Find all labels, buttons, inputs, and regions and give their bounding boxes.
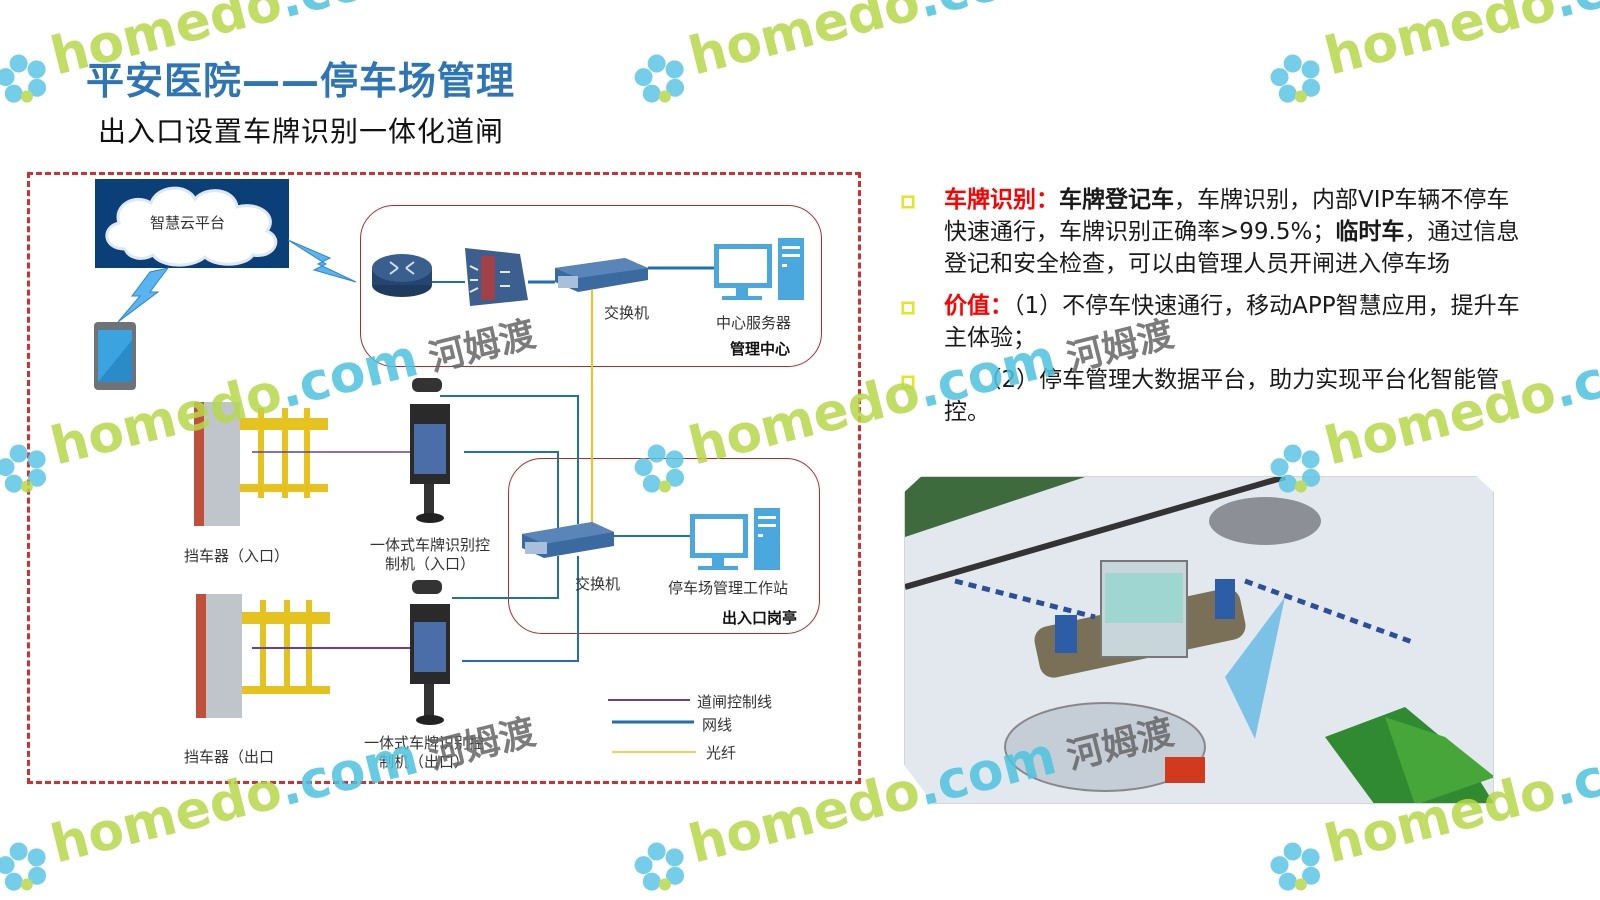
watermark-brand: homedo xyxy=(1319,0,1562,88)
watermark-domain: .com xyxy=(1547,0,1600,30)
entry-controller-label-line2: 制机（入口） xyxy=(384,555,475,573)
watermark-flower-icon xyxy=(1270,54,1320,103)
management-center-label: 管理中心 xyxy=(730,340,791,358)
bullet-heading: 车牌识别： xyxy=(944,187,1059,213)
watermark-domain: .com xyxy=(273,0,424,30)
watermark-flower-icon xyxy=(0,842,46,891)
cloud-icon xyxy=(105,186,278,267)
bullet-text: 车牌登记车 xyxy=(1059,187,1174,213)
entry-controller-label-line1: 一体式车牌识别控 xyxy=(369,536,490,554)
watermark-flower-icon xyxy=(1270,842,1320,891)
watermark-flower-icon xyxy=(634,54,684,103)
workstation-label: 停车场管理工作站 xyxy=(668,579,789,597)
watermark-brand: homedo xyxy=(683,0,926,88)
exit-controller-label-line2: 制机（出口） xyxy=(378,753,469,771)
watermark: homedo.com河姆渡 xyxy=(623,0,1181,112)
slide-title: 平安医院——停车场管理 xyxy=(86,59,516,103)
bullet-list: 车牌识别：车牌登记车，车牌识别，内部VIP车辆不停车快速通行，车牌识别正确率>9… xyxy=(900,184,1530,438)
legend-network-line: 网线 xyxy=(702,716,733,734)
bullet-square-icon xyxy=(902,196,914,208)
watermark-domain: .com xyxy=(911,0,1062,30)
center-switch-label: 交换机 xyxy=(604,304,650,322)
bullet-text: ，通过信息登记和安全检查，可以由管理人员开闸进入停车场 xyxy=(944,219,1520,277)
watermark: homedo.com河姆渡 xyxy=(1259,0,1600,112)
booth-label: 出入口岗亭 xyxy=(722,609,798,627)
center-server-label: 中心服务器 xyxy=(716,314,792,332)
parking-illustration xyxy=(905,477,1493,803)
entry-barrier-label: 挡车器（入口） xyxy=(184,547,290,565)
parking-entrance-photo xyxy=(904,476,1494,804)
watermark-domain: .com xyxy=(1547,328,1600,421)
bullet-text: （2）停车管理大数据平台，助力实现平台化智能管控。 xyxy=(944,367,1500,425)
bullet-plate-recognition: 车牌识别：车牌登记车，车牌识别，内部VIP车辆不停车快速通行，车牌识别正确率>9… xyxy=(900,184,1530,280)
exit-barrier-label: 挡车器（出口 xyxy=(184,748,275,766)
entry-controller-label: 一体式车牌识别控 制机（入口） xyxy=(360,536,500,574)
watermark-flower-icon xyxy=(0,54,46,103)
legend-fiber-line: 光纤 xyxy=(706,744,737,762)
bullet-heading: 价值： xyxy=(944,293,1013,319)
bullet-square-icon xyxy=(902,376,914,388)
cloud-platform-label: 智慧云平台 xyxy=(150,214,226,232)
slide-subtitle: 出入口设置车牌识别一体化道闸 xyxy=(98,115,505,148)
bullet-big-data: （2）停车管理大数据平台，助力实现平台化智能管控。 xyxy=(900,364,1530,428)
exit-controller-label: 一体式车牌识别控 制机（出口） xyxy=(354,734,494,772)
legend-control-line: 道闸控制线 xyxy=(697,693,773,711)
bullet-value: 价值：（1）不停车快速通行，移动APP智慧应用，提升车主体验； xyxy=(900,290,1530,354)
bullet-text: ，车牌识别，内部VIP车辆不停车快速通行，车牌识别正确率>99.5%； xyxy=(944,187,1510,245)
cloud-platform-block xyxy=(95,179,289,268)
watermark-flower-icon xyxy=(634,842,684,891)
watermark-domain: .com xyxy=(1547,726,1600,819)
bullet-text: （1）不停车快速通行，移动APP智慧应用，提升车主体验； xyxy=(944,293,1520,351)
bullet-square-icon xyxy=(902,302,914,314)
exit-controller-label-line1: 一体式车牌识别控 xyxy=(363,734,484,752)
bullet-text: 临时车 xyxy=(1335,219,1405,245)
booth-switch-label: 交换机 xyxy=(575,575,621,593)
